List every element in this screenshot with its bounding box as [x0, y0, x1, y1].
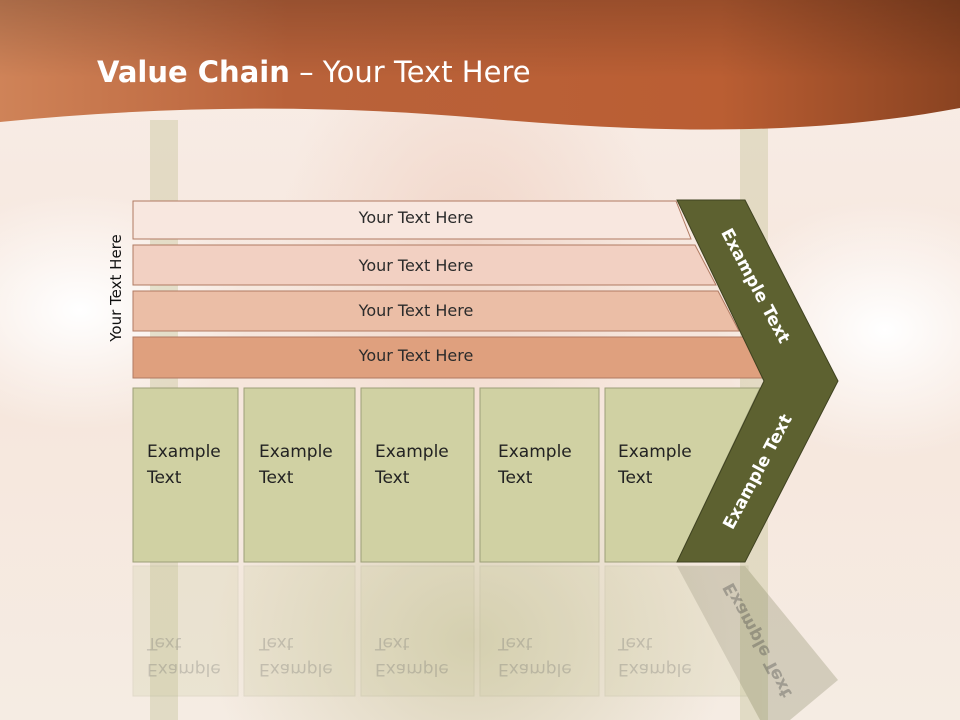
title-rest: – Your Text Here	[289, 55, 531, 89]
activity-box-4[interactable]	[479, 387, 600, 563]
tier-bar-2[interactable]	[132, 244, 717, 286]
activity-box-1[interactable]	[132, 387, 239, 563]
tier-bar-3[interactable]	[132, 290, 740, 332]
page-title: Value Chain – Your Text Here	[97, 55, 531, 89]
activity-box-2[interactable]	[243, 387, 356, 563]
activity-box-3[interactable]	[360, 387, 475, 563]
header-banner	[0, 0, 960, 130]
tier-bar-1[interactable]	[132, 200, 692, 240]
chevron-arrow[interactable]	[676, 199, 839, 563]
tier-bar-4[interactable]	[132, 336, 765, 379]
reflection-group	[132, 565, 838, 720]
title-bold: Value Chain	[97, 55, 290, 89]
